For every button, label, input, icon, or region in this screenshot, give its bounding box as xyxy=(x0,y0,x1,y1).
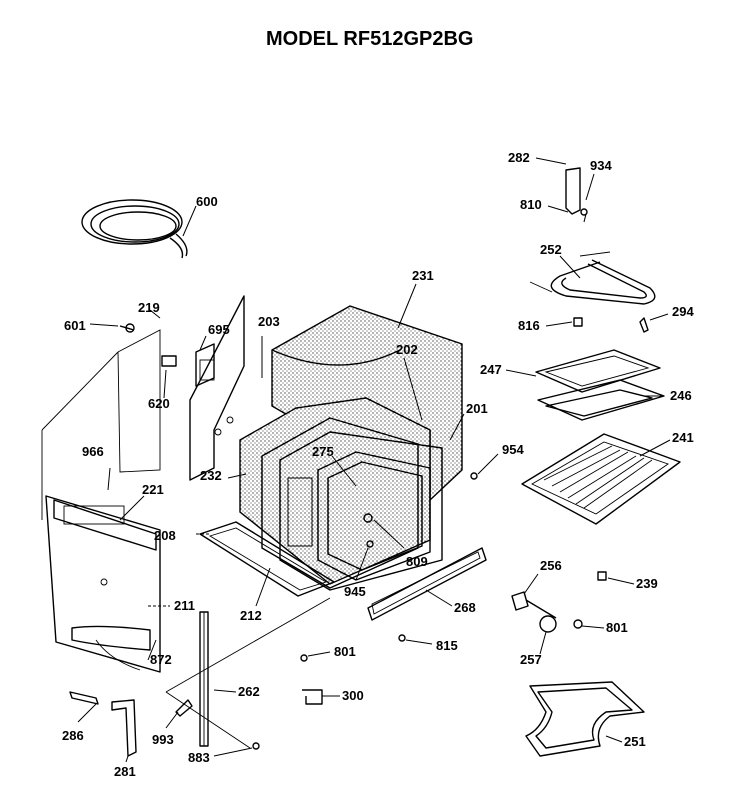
label-208: 208 xyxy=(154,528,176,543)
part-bolt-993 xyxy=(165,699,193,729)
extension-lines xyxy=(165,597,331,749)
label-945: 945 xyxy=(344,584,366,599)
part-thermostat xyxy=(511,573,605,655)
label-201: 201 xyxy=(466,401,488,416)
label-221: 221 xyxy=(142,482,164,497)
label-203: 203 xyxy=(258,314,280,329)
model-title: MODEL RF512GP2BG xyxy=(266,28,473,50)
label-883: 883 xyxy=(188,750,210,765)
label-211: 211 xyxy=(174,598,195,613)
label-231: 231 xyxy=(412,268,434,283)
part-screw-bracket xyxy=(89,323,215,399)
label-241: 241 xyxy=(672,430,694,445)
part-broiler-pan xyxy=(537,379,665,421)
label-257: 257 xyxy=(520,652,542,667)
label-202: 202 xyxy=(396,342,418,357)
part-trim-strip xyxy=(367,547,487,621)
label-247: 247 xyxy=(480,362,502,377)
part-broil-element xyxy=(529,251,656,305)
label-620: 620 xyxy=(148,396,170,411)
part-bake-element xyxy=(525,681,645,757)
label-601a: 601 xyxy=(64,318,86,333)
part-door-frame xyxy=(279,357,465,591)
label-239: 239 xyxy=(636,576,658,591)
label-600: 600 xyxy=(196,194,218,209)
label-815: 815 xyxy=(436,638,458,653)
part-screw-815 xyxy=(398,634,433,645)
label-872: 872 xyxy=(150,652,172,667)
part-screws-816-294 xyxy=(545,313,669,333)
label-275: 275 xyxy=(312,444,334,459)
label-212: 212 xyxy=(240,608,262,623)
label-801a: 801 xyxy=(606,620,628,635)
label-816: 816 xyxy=(518,318,540,333)
label-954: 954 xyxy=(502,442,524,457)
label-810: 810 xyxy=(520,197,542,212)
label-966: 966 xyxy=(82,444,104,459)
label-232: 232 xyxy=(200,468,222,483)
part-wire-harness xyxy=(81,199,197,259)
part-side-panel xyxy=(117,309,161,473)
part-hinge-286 xyxy=(69,691,99,723)
label-252: 252 xyxy=(540,242,562,257)
part-broiler-insert xyxy=(505,349,661,393)
label-246: 246 xyxy=(670,388,692,403)
part-screws-809-945 xyxy=(355,513,405,581)
label-934: 934 xyxy=(590,158,612,173)
lead-212 xyxy=(255,567,271,607)
label-262: 262 xyxy=(238,684,260,699)
part-bolt-883 xyxy=(213,742,260,757)
label-256: 256 xyxy=(540,558,562,573)
label-282: 282 xyxy=(508,150,530,165)
part-clip-239 xyxy=(597,571,635,585)
label-300: 300 xyxy=(342,688,364,703)
part-oven-rack xyxy=(521,433,681,525)
part-oven-body xyxy=(239,283,463,589)
part-bottom-frame xyxy=(196,521,335,597)
label-993: 993 xyxy=(152,732,174,747)
label-251: 251 xyxy=(624,734,646,749)
label-695: 695 xyxy=(208,322,230,337)
label-219: 219 xyxy=(138,300,160,315)
part-bracket-300 xyxy=(300,651,340,705)
label-809: 809 xyxy=(406,554,428,569)
part-vertical-rod xyxy=(199,611,237,747)
part-leads-center xyxy=(227,455,357,487)
part-screw-954 xyxy=(470,453,499,480)
part-front-panel xyxy=(41,351,161,673)
label-294: 294 xyxy=(672,304,694,319)
label-801b: 801 xyxy=(334,644,356,659)
part-tube-282 xyxy=(535,157,595,223)
part-rear-panel xyxy=(189,295,263,481)
label-281: 281 xyxy=(114,764,136,779)
part-labels: 600 219 601 695 203 620 231 202 201 282 … xyxy=(62,150,694,779)
lead-872 xyxy=(147,639,157,661)
label-286: 286 xyxy=(62,728,84,743)
part-bracket-281 xyxy=(111,699,137,763)
label-268: 268 xyxy=(454,600,476,615)
